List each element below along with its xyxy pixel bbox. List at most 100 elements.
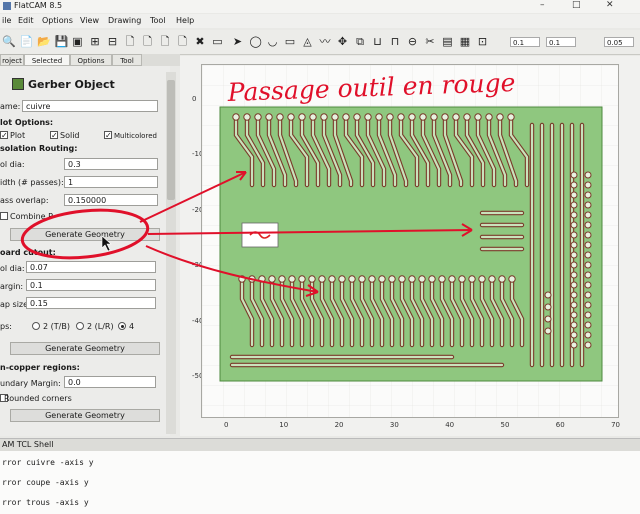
- zoom-out-icon[interactable]: ⊟: [107, 35, 118, 48]
- gaps-tb-radio[interactable]: [32, 322, 40, 330]
- plot-canvas[interactable]: [201, 64, 619, 418]
- page-icon[interactable]: 🗋: [125, 35, 135, 48]
- gaps-lr-radio[interactable]: [76, 322, 84, 330]
- pcb-trace: [311, 115, 331, 187]
- corner-snap-icon[interactable]: ⊡: [477, 35, 488, 48]
- pcb-pad: [584, 291, 592, 299]
- pcb-pad: [570, 321, 578, 329]
- pcb-pad: [584, 271, 592, 279]
- copy-icon[interactable]: ⧉: [356, 35, 364, 48]
- tab-options[interactable]: Options: [70, 54, 112, 66]
- plot-options-label: lot Options:: [0, 118, 54, 127]
- menu-drawing[interactable]: Drawing: [108, 16, 142, 25]
- gap-size-label: ap size:: [0, 300, 31, 309]
- solid-checkbox[interactable]: ✓: [50, 131, 58, 140]
- gap-size-input[interactable]: 0.15: [26, 297, 156, 309]
- pcb-pad: [544, 303, 552, 311]
- circle-tool-icon[interactable]: ◯: [249, 35, 262, 48]
- zoom-fit-icon[interactable]: ▣: [72, 35, 83, 48]
- rounded-corners-checkbox[interactable]: [0, 394, 8, 402]
- open-icon[interactable]: 📂: [37, 35, 51, 48]
- new-icon[interactable]: 📄: [19, 35, 34, 48]
- name-input[interactable]: cuivre: [22, 100, 158, 112]
- move-icon[interactable]: ✥: [337, 35, 348, 48]
- plot-checkbox[interactable]: ✓: [0, 131, 8, 140]
- pcb-trace: [410, 277, 424, 347]
- pcb-pad: [441, 113, 449, 121]
- pcb-pad: [397, 113, 405, 121]
- page-new-icon[interactable]: 🗋: [143, 35, 152, 48]
- pcb-pad: [342, 113, 350, 121]
- pcb-pad: [452, 113, 460, 121]
- menu-edit[interactable]: Edit: [18, 16, 34, 25]
- page-edit-icon[interactable]: 🗋: [160, 35, 170, 48]
- pcb-trace: [289, 115, 309, 187]
- path-tool-icon[interactable]: 〰: [319, 35, 331, 48]
- snap-max-input[interactable]: 0.05: [604, 37, 634, 47]
- panel-scrollbar-thumb[interactable]: [167, 80, 175, 200]
- cut-icon[interactable]: ✂: [425, 35, 435, 48]
- tab-tool[interactable]: Tool: [112, 54, 142, 66]
- tool-dia-input[interactable]: 0.3: [64, 158, 158, 170]
- menu-view[interactable]: View: [80, 16, 99, 25]
- pcb-pad: [276, 113, 284, 121]
- grid-y-input[interactable]: 0.1: [546, 37, 576, 47]
- pcb-trace: [500, 277, 514, 347]
- union-icon[interactable]: ⊔: [373, 35, 382, 48]
- pcb-pad: [584, 331, 592, 339]
- menu-options[interactable]: Options: [42, 16, 73, 25]
- polygon-tool-icon[interactable]: ◬: [303, 35, 312, 48]
- paint-icon[interactable]: ▤: [442, 35, 453, 48]
- combine-passes-checkbox[interactable]: [0, 212, 8, 220]
- tcl-shell-output[interactable]: rror cuivre -axis y rror coupe -axis y r…: [0, 451, 640, 514]
- save-icon[interactable]: 💾: [54, 35, 69, 48]
- boundary-margin-input[interactable]: 0.0: [64, 376, 156, 388]
- toolbar: 🔍📄📂💾▣ ⊞ ⊟ 🗋 🗋 🗋 🗋 ✖ ▭ ➤ ◯ ◡ ▭ ◬ 〰 ✥ ⧉ ⊔ ⊓ ⊖ ✂ ▤ ▦ ⊡ 0.1 0.1 0.0…: [0, 30, 640, 55]
- x-tick-label: 40: [445, 421, 455, 429]
- arc-tool-icon[interactable]: ◡: [267, 35, 278, 48]
- generate-geometry-noncopper-button[interactable]: Generate Geometry: [10, 409, 160, 422]
- pcb-pad: [288, 275, 296, 283]
- menu-tool[interactable]: Tool: [150, 16, 166, 25]
- tab-selected[interactable]: Selected: [24, 54, 70, 66]
- intersect-icon[interactable]: ⊓: [390, 35, 400, 48]
- pcb-trace: [330, 277, 344, 347]
- generate-geometry-isolation-button[interactable]: Generate Geometry: [10, 228, 160, 241]
- grid-snap-icon[interactable]: ▦: [459, 35, 471, 48]
- pcb-trace: [245, 115, 265, 187]
- cutout-tool-dia-input[interactable]: 0.07: [26, 261, 156, 273]
- pointer-icon[interactable]: ➤: [232, 35, 243, 48]
- margin-input[interactable]: 0.1: [26, 279, 156, 291]
- window-title: FlatCAM 8.5: [14, 1, 63, 10]
- maximize-button[interactable]: □: [572, 0, 581, 10]
- menu-bar: ile Edit Options View Drawing Tool Help: [0, 14, 640, 28]
- width-passes-input[interactable]: 1: [64, 176, 158, 188]
- pcb-pad: [584, 221, 592, 229]
- pcb-pad: [309, 113, 317, 121]
- tcl-shell-titlebar: AM TCL Shell: [0, 438, 640, 451]
- menu-file[interactable]: ile: [2, 16, 12, 25]
- close-button[interactable]: ✕: [606, 0, 614, 10]
- multicolored-checkbox[interactable]: ✓: [104, 131, 112, 140]
- gaps-4-label: 4: [129, 322, 135, 331]
- pcb-pad: [584, 281, 592, 289]
- rectangle-tool-icon[interactable]: ▭: [284, 35, 296, 48]
- zoom-icon[interactable]: 🔍: [2, 35, 16, 48]
- grid-x-input[interactable]: 0.1: [510, 37, 540, 47]
- noncopper-label: n-copper regions:: [0, 363, 80, 372]
- shell-icon[interactable]: ▭: [212, 35, 223, 48]
- pcb-pad: [485, 113, 493, 121]
- zoom-in-icon[interactable]: ⊞: [90, 35, 100, 48]
- subtract-icon[interactable]: ⊖: [407, 35, 418, 48]
- menu-help[interactable]: Help: [176, 16, 195, 25]
- pass-overlap-input[interactable]: 0.150000: [64, 194, 158, 206]
- gaps-4-radio[interactable]: [118, 322, 126, 330]
- pcb-trace: [366, 115, 386, 187]
- tab-project[interactable]: roject: [0, 54, 24, 66]
- generate-geometry-cutout-button[interactable]: Generate Geometry: [10, 342, 160, 355]
- minimize-button[interactable]: –: [540, 0, 545, 10]
- page-open-icon[interactable]: 🗋: [178, 35, 187, 48]
- delete-icon[interactable]: ✖: [195, 35, 205, 48]
- y-tick-label: -40: [192, 316, 204, 325]
- pcb-pad: [348, 275, 356, 283]
